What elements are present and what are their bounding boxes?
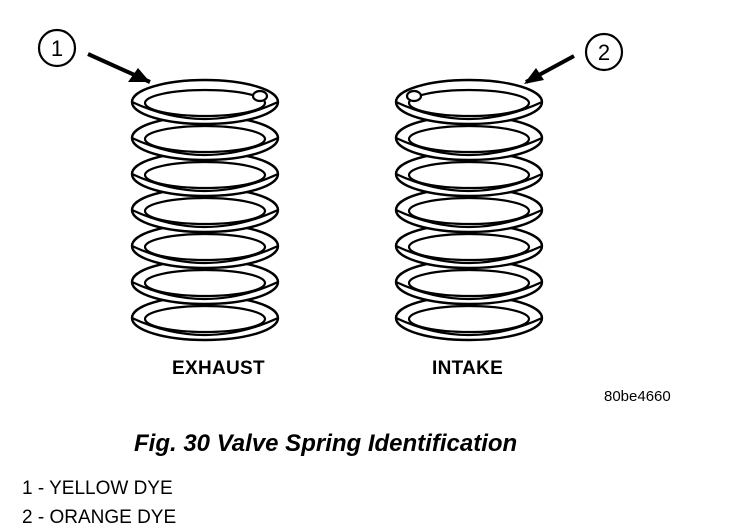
callout-1-number: 1	[51, 36, 63, 61]
intake-spring	[394, 78, 544, 342]
spring-coil	[130, 186, 280, 234]
figure-code: 80be4660	[604, 388, 671, 405]
spring-coil	[394, 222, 544, 270]
exhaust-label: EXHAUST	[172, 358, 265, 379]
valve-spring-diagram: 1 2	[37, 28, 624, 342]
wire-end	[251, 89, 269, 103]
spring-coil	[394, 186, 544, 234]
spring-coil	[394, 294, 544, 342]
spring-coil	[130, 114, 280, 162]
spring-coil	[130, 294, 280, 342]
exhaust-spring	[130, 78, 280, 342]
spring-coil	[394, 114, 544, 162]
intake-label: INTAKE	[432, 358, 504, 379]
legend-item-2: 2 - ORANGE DYE	[22, 507, 177, 528]
spring-coil	[394, 78, 544, 126]
legend-item-1: 1 - YELLOW DYE	[22, 478, 173, 499]
figure-caption: Fig. 30 Valve Spring Identification	[134, 430, 518, 457]
wire-end	[405, 89, 423, 103]
spring-coil	[394, 258, 544, 306]
callout-2-number: 2	[598, 40, 610, 65]
callout-1: 1	[37, 28, 151, 84]
callout-2: 2	[524, 32, 624, 84]
spring-coil	[130, 78, 280, 126]
spring-coil	[130, 150, 280, 198]
